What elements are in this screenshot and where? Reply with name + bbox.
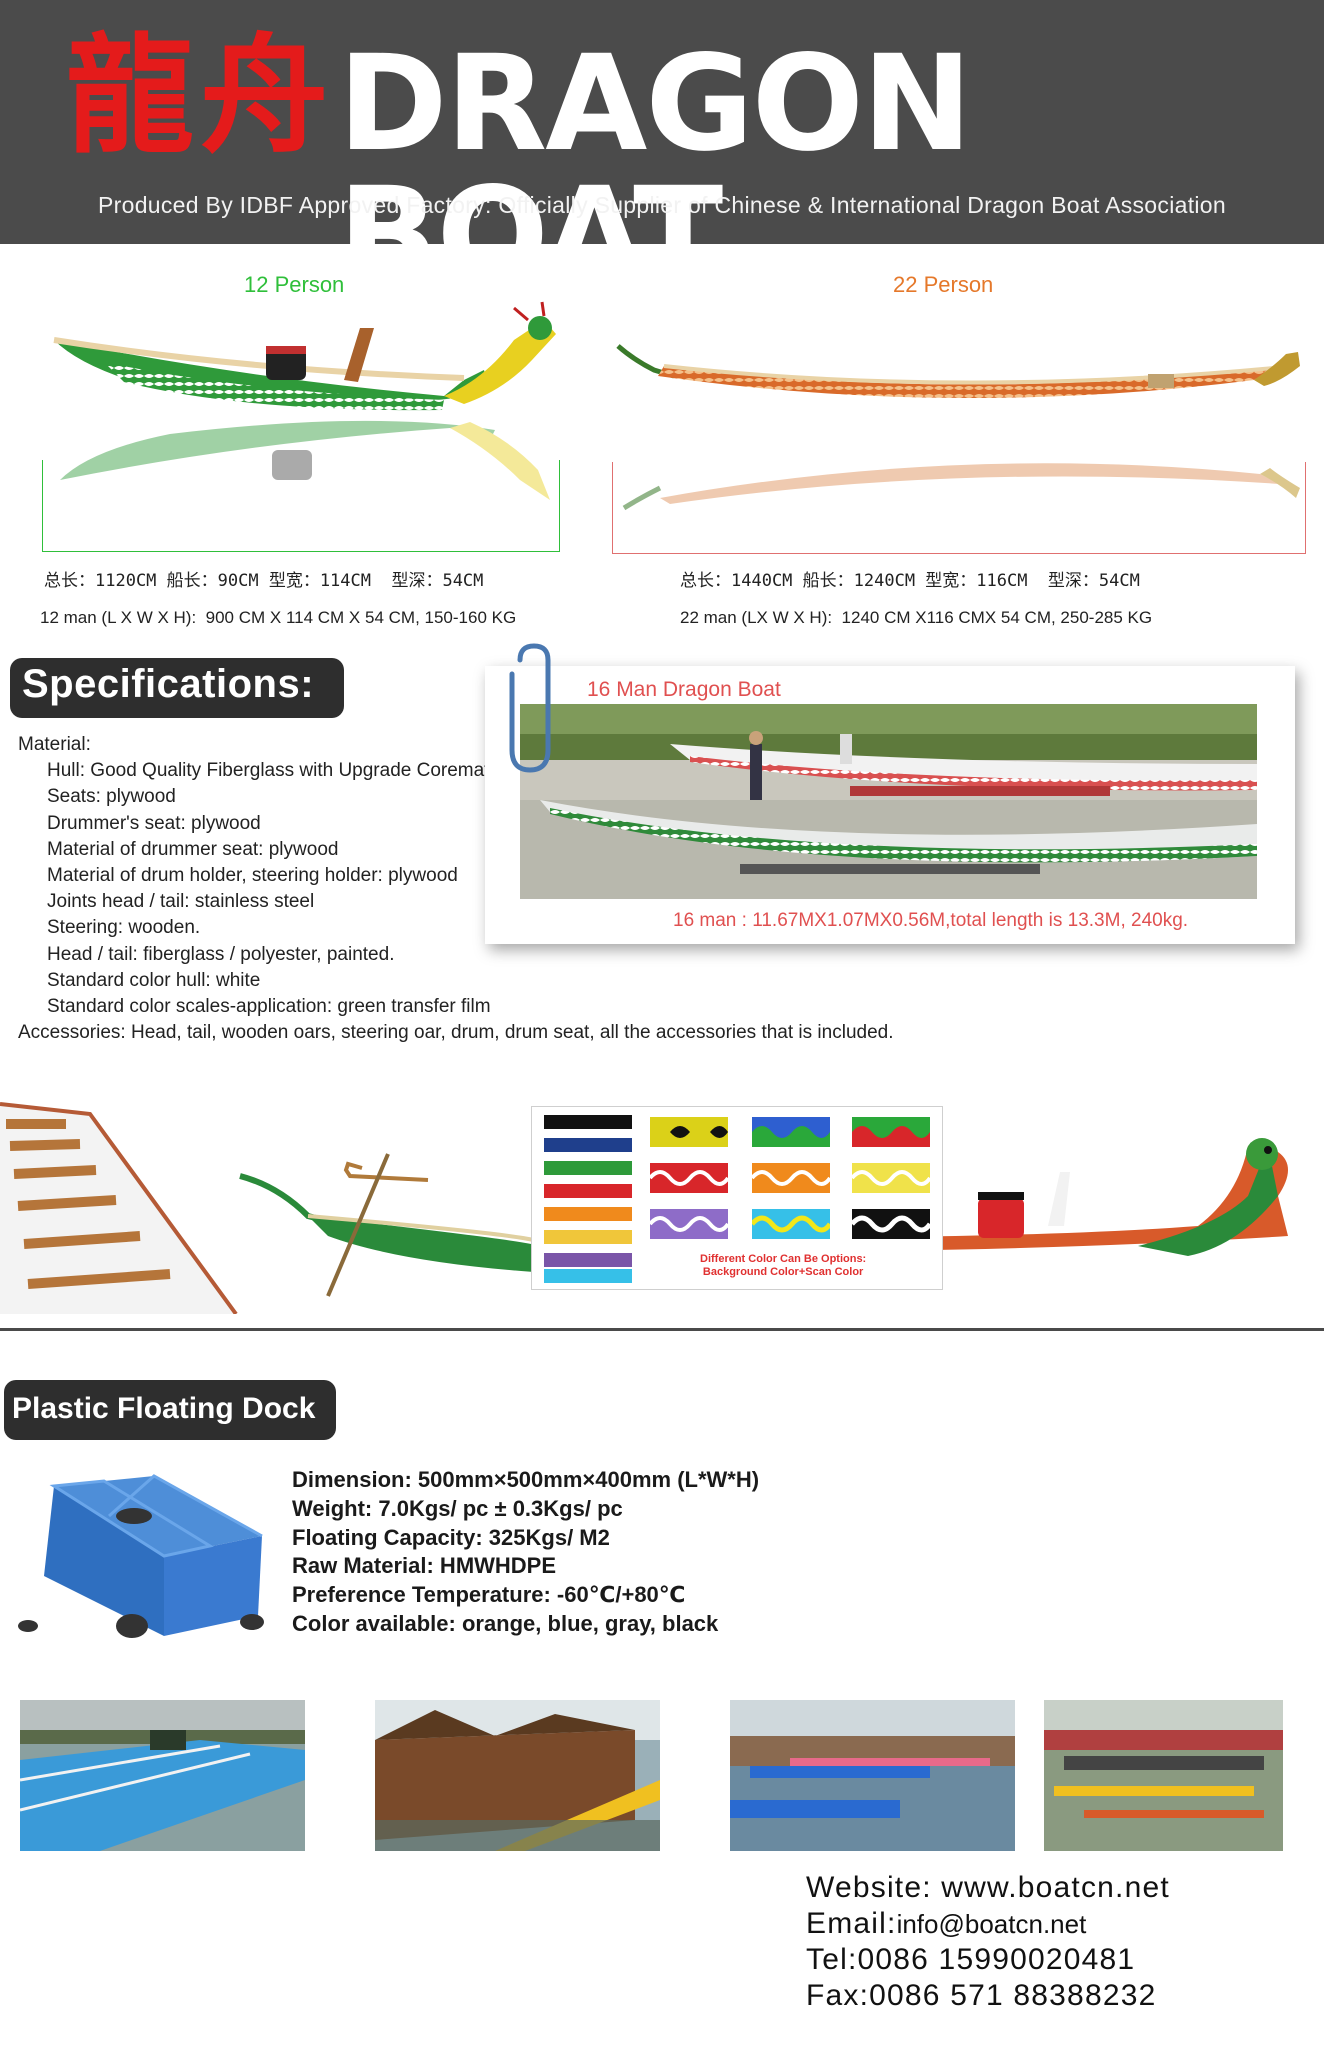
dock-spec-item: Color available: orange, blue, gray, bla… <box>292 1610 719 1636</box>
color-stripe <box>544 1269 632 1283</box>
floating-dock-specs: Dimension: 500mm×500mm×400mm (L*W*H) Wei… <box>292 1466 759 1639</box>
scale-swatch <box>650 1117 728 1147</box>
scale-swatch <box>752 1163 830 1193</box>
boat-interior-photo <box>0 1084 240 1314</box>
color-stripe <box>544 1253 632 1267</box>
color-stripe <box>544 1138 632 1152</box>
boat-16-card: 16 Man Dragon Boat <box>485 666 1295 944</box>
scale-swatch <box>650 1163 728 1193</box>
boat-12-image <box>53 301 556 411</box>
spec-item: Material of drummer seat: plywood <box>47 838 339 860</box>
model-12-dimensions-en: 12 man (L X W X H): 900 CM X 114 CM X 54… <box>40 608 517 627</box>
boat-16-title: 16 Man Dragon Boat <box>587 678 781 701</box>
boat-12-reflection <box>60 420 550 500</box>
scale-swatch <box>852 1163 930 1193</box>
color-stripe <box>544 1207 632 1221</box>
spec-item: Drummer's seat: plywood <box>47 812 261 834</box>
spec-item: Steering: wooden. <box>47 917 201 939</box>
header-subtitle: Produced By IDBF Approved Factory: Offic… <box>98 192 1226 218</box>
spec-item: Standard color scales-application: green… <box>47 996 491 1018</box>
scale-swatch <box>852 1209 930 1239</box>
color-stripe <box>544 1115 632 1129</box>
model-12-title: 12 Person <box>244 272 345 297</box>
specifications-heading: Specifications: <box>10 658 344 718</box>
section-divider <box>0 1328 1324 1331</box>
spec-item: Joints head / tail: stainless steel <box>47 891 315 913</box>
fax: Fax:0086 571 88388232 <box>806 1979 1157 2012</box>
boat-22-image <box>616 344 1300 399</box>
accessories-line: Accessories: Head, tail, wooden oars, st… <box>18 1022 894 1044</box>
dock-spec-item: Floating Capacity: 325Kgs/ M2 <box>292 1524 610 1550</box>
boat-16-dimensions: 16 man : 11.67MX1.07MX0.56M,total length… <box>673 910 1189 931</box>
boat-12-reflection-frame <box>42 460 560 552</box>
header-banner: 龍舟 DRAGON BOAT Produced By IDBF Approved… <box>0 0 1324 302</box>
model-22-dimensions-cn: 总长：1440CM 船长：1240CM 型宽：116CM 型深：54CM <box>680 571 1140 591</box>
email-label: Email: <box>806 1907 897 1940</box>
model-22-dimensions-en: 22 man (LX W X H): 1240 CM X116 CMX 54 C… <box>680 608 1153 627</box>
spec-item: Standard color hull: white <box>47 969 261 991</box>
color-stripe <box>544 1184 632 1198</box>
floating-dock-image <box>18 1474 264 1638</box>
color-note-line1: Different Color Can Be Options: <box>700 1253 867 1265</box>
dock-photo-lake <box>20 1700 305 1851</box>
scale-swatch <box>852 1117 930 1147</box>
telephone: Tel:0086 15990020481 <box>806 1943 1136 1976</box>
boat-22-reflection <box>622 463 1300 511</box>
title-english: DRAGON BOAT <box>338 27 972 313</box>
scale-swatch <box>752 1117 830 1147</box>
scale-swatch <box>752 1209 830 1239</box>
boat-22-reflection-frame <box>612 462 1306 554</box>
dock-spec-item: Raw Material: HMWHDPE <box>292 1553 557 1579</box>
email-value: info@boatcn.net <box>896 1909 1087 1939</box>
dock-spec-item: Preference Temperature: -60℃/+80℃ <box>292 1582 686 1608</box>
model-12-dimensions-cn: 总长：1120CM 船长：90CM 型宽：114CM 型深：54CM <box>44 571 484 591</box>
dock-photo-race <box>1044 1700 1283 1851</box>
dock-photo-cabins <box>375 1700 660 1851</box>
dock-photo-festival <box>730 1700 1015 1851</box>
color-stripe <box>544 1161 632 1175</box>
spec-item: Seats: plywood <box>47 786 176 808</box>
website: Website: www.boatcn.net <box>806 1871 1170 1904</box>
title-chinese: 龍舟 <box>66 21 335 171</box>
dock-spec-item: Dimension: 500mm×500mm×400mm (L*W*H) <box>292 1467 760 1492</box>
color-stripe <box>544 1230 632 1244</box>
model-22-title: 22 Person <box>893 272 994 297</box>
spec-item: Material of drum holder, steering holder… <box>47 865 458 887</box>
boat-16-photo <box>520 704 1257 899</box>
spec-item: Hull: Good Quality Fiberglass with Upgra… <box>47 760 578 782</box>
spec-item: Head / tail: fiberglass / polyester, pai… <box>47 943 395 965</box>
specifications-list: Material: Hull: Good Quality Fiberglass … <box>18 732 893 1046</box>
scale-swatch <box>650 1209 728 1239</box>
contact-block: Website: www.boatcn.net Email:info@boatc… <box>806 1870 1170 2014</box>
dock-spec-item: Weight: 7.0Kgs/ pc ± 0.3Kgs/ pc <box>292 1495 623 1521</box>
color-options-note: Different Color Can Be Options: Backgrou… <box>700 1253 866 1279</box>
paperclip-icon <box>509 643 551 773</box>
floating-dock-heading: Plastic Floating Dock <box>4 1380 336 1440</box>
color-options-chart: Different Color Can Be Options: Backgrou… <box>531 1106 943 1290</box>
material-label: Material: <box>18 734 91 755</box>
color-note-line2: Background Color+Scan Color <box>702 1266 864 1278</box>
email-line: Email:info@boatcn.net <box>806 1906 1170 1942</box>
